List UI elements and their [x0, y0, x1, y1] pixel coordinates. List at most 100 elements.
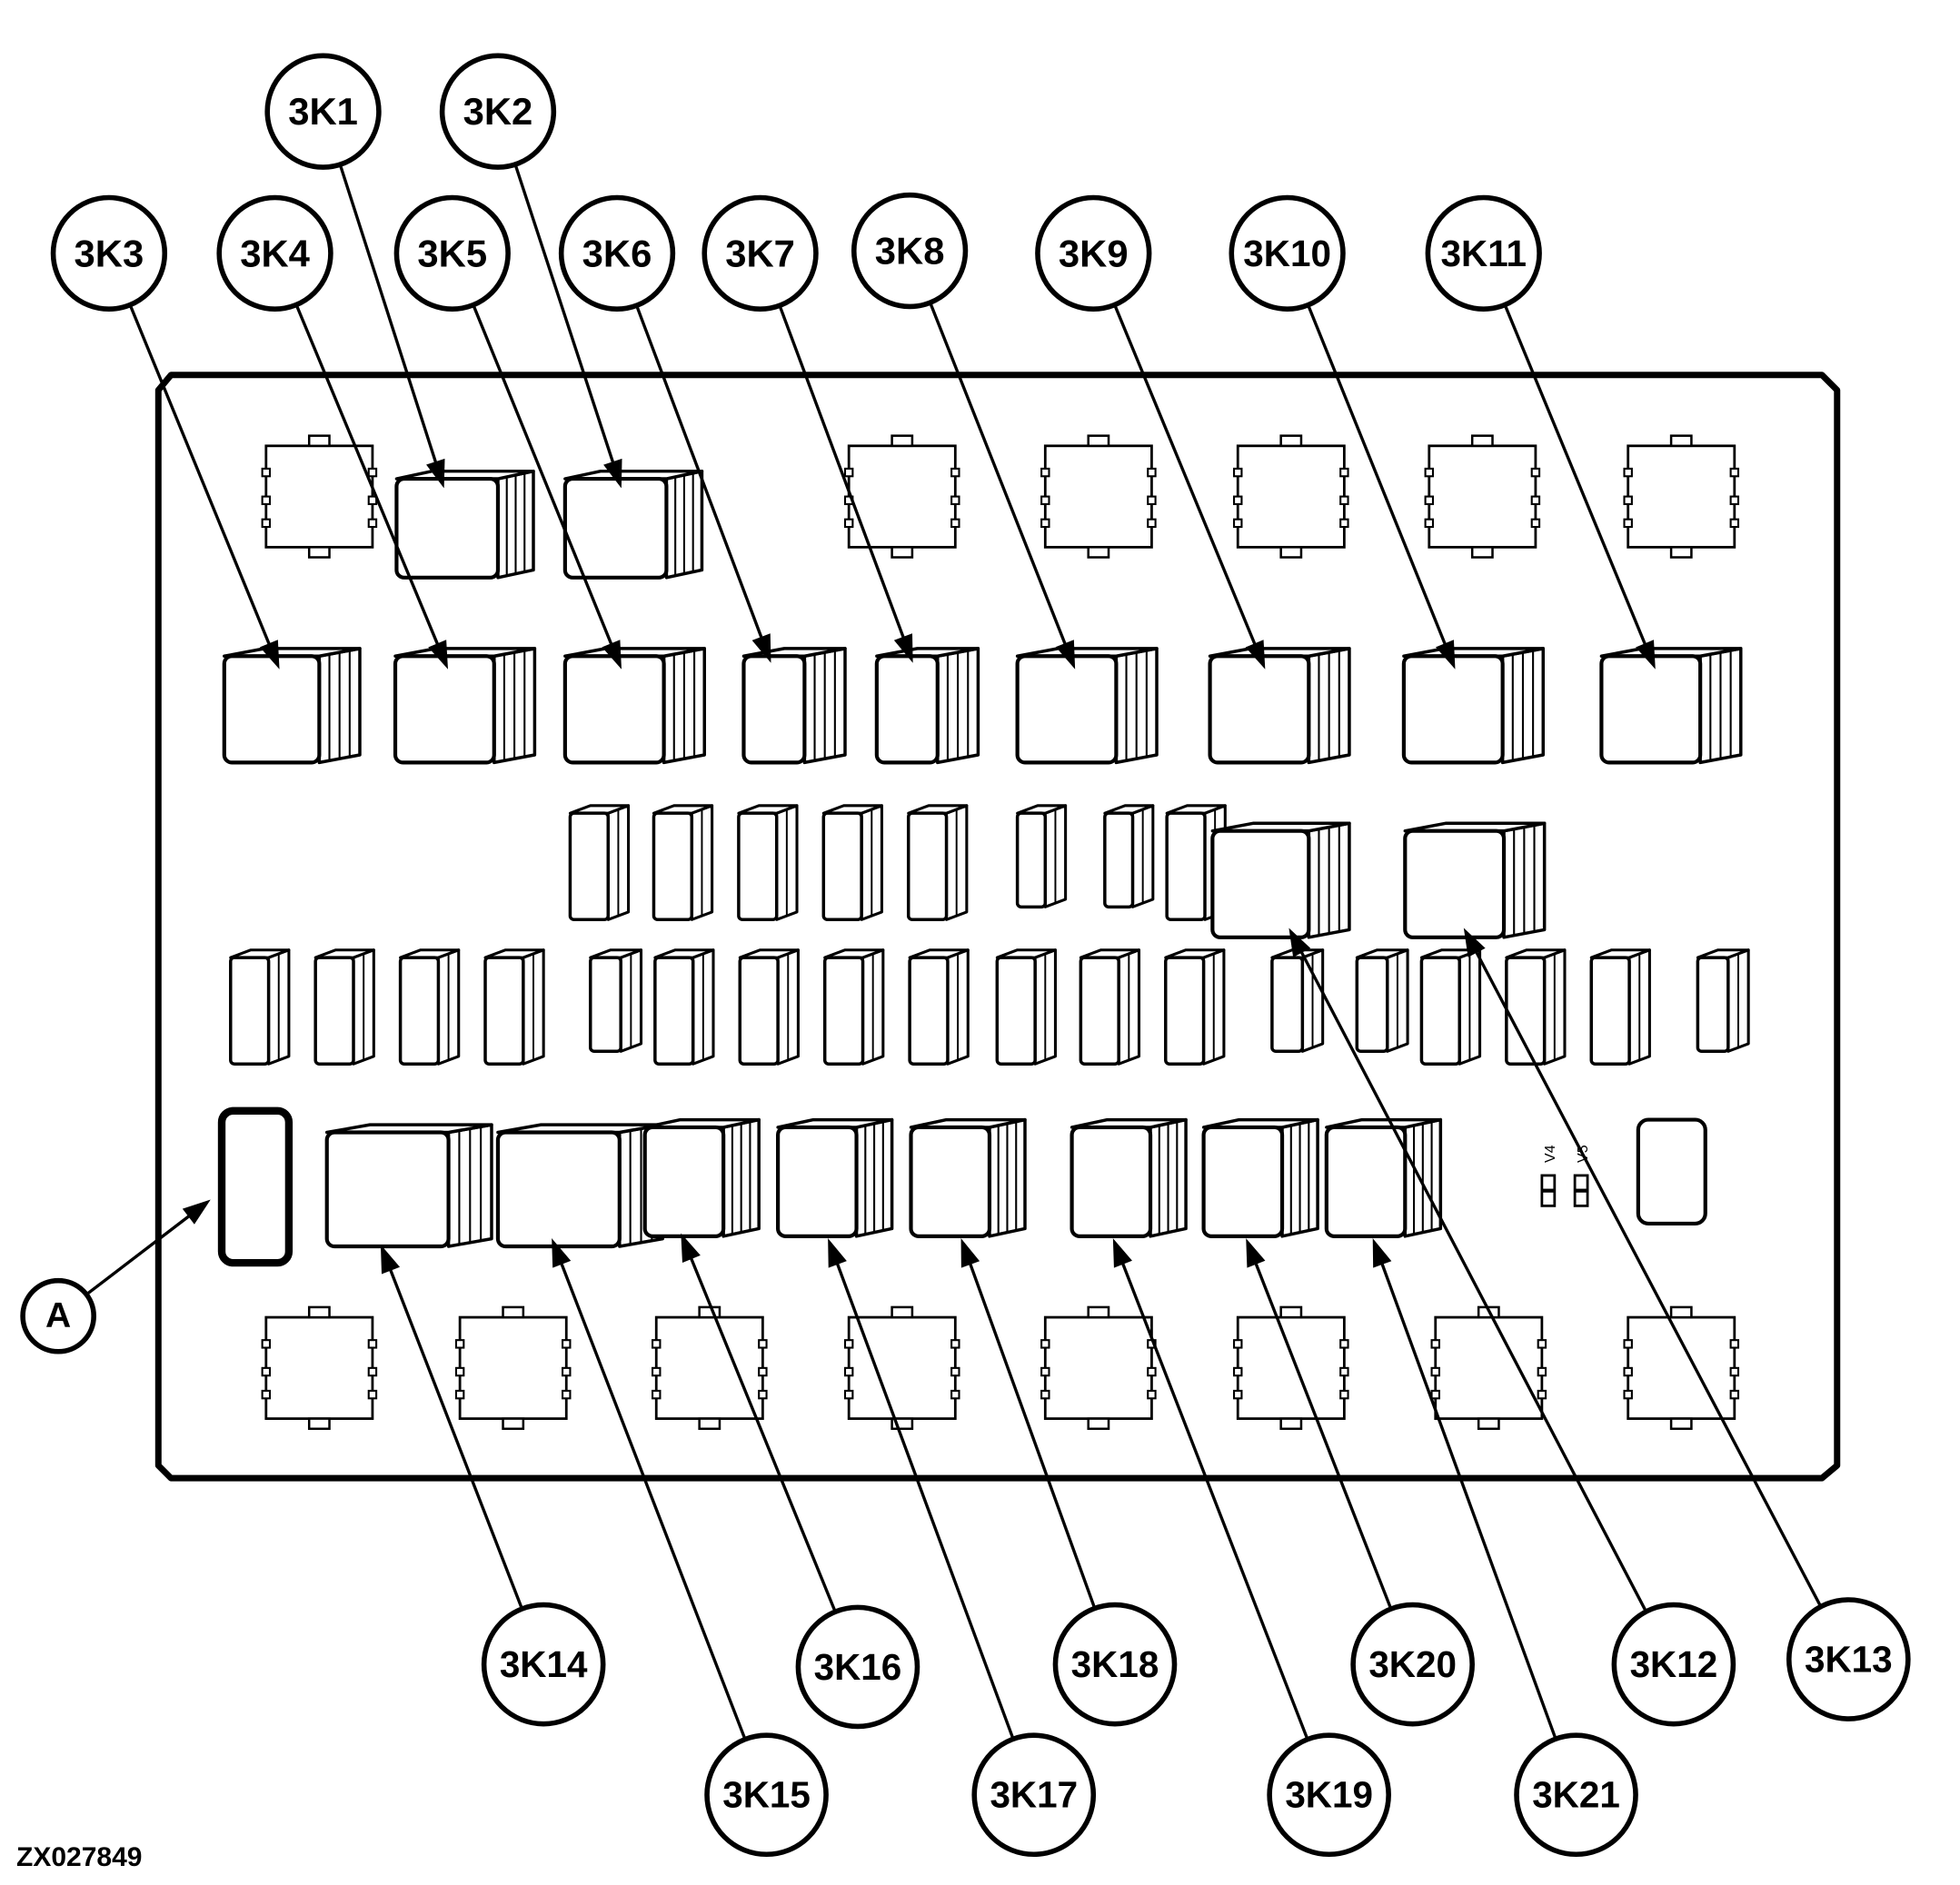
callout-label: 3K17 [990, 1774, 1078, 1816]
callout-label: 3K4 [240, 232, 310, 274]
leader-line [1254, 1263, 1393, 1610]
callout-label: 3K18 [1071, 1643, 1159, 1685]
callout-3k20: 3K20 [1350, 1602, 1475, 1727]
callout-circle [1611, 1602, 1736, 1727]
panel-outline [154, 372, 1841, 1482]
callout-label: 3K11 [1441, 233, 1527, 274]
relay-bottom [1070, 1117, 1188, 1238]
relay-row2 [562, 647, 706, 765]
relay-bottom [642, 1117, 761, 1238]
callout-circle [971, 1732, 1097, 1858]
component-a [217, 1106, 294, 1267]
callout-label: 3K20 [1368, 1643, 1457, 1685]
leader-line [389, 1269, 524, 1610]
relay-row2 [393, 647, 537, 765]
relay-row2 [1599, 647, 1743, 765]
relay-3K2 [562, 469, 704, 580]
empty-socket [454, 1305, 572, 1431]
fuse-row-b [1589, 948, 1651, 1066]
fuse-row-b [1505, 948, 1567, 1066]
callout-circle [1786, 1597, 1911, 1721]
callout-circle [393, 194, 511, 313]
empty-socket [1233, 434, 1349, 559]
callout-label: 3K3 [75, 232, 144, 274]
callout-circle [704, 1732, 829, 1858]
callout-3k5: 3K5 [393, 194, 511, 313]
fuse-row-b [1164, 948, 1226, 1066]
leader-arrowhead [428, 640, 449, 670]
callout-label: 3K10 [1243, 233, 1331, 274]
empty-socket [261, 434, 378, 559]
relay-3K15 [495, 1123, 664, 1249]
spare-block [1636, 1117, 1707, 1225]
leader-line [969, 1263, 1097, 1610]
callout-label: 3K13 [1805, 1639, 1893, 1681]
callout-3k9: 3K9 [1035, 194, 1152, 313]
leader-arrowhead [426, 458, 445, 489]
callout-3k12: 3K12 [1611, 1602, 1736, 1727]
callout-label: 3K16 [814, 1646, 902, 1688]
fuse-row-b [822, 948, 885, 1066]
callout-3k4: 3K4 [216, 194, 333, 313]
callout-label: A [45, 1296, 71, 1335]
fuse-row-a [652, 804, 714, 922]
relay-3K13 [1403, 821, 1547, 939]
callout-label: 3K8 [875, 230, 945, 273]
relay-bottom [776, 1117, 894, 1238]
leader-line [635, 304, 763, 639]
callout-label: 3K9 [1059, 232, 1129, 274]
fuse-row-b [483, 948, 545, 1066]
callout-3k21: 3K21 [1514, 1732, 1638, 1858]
leader-arrowhead [1463, 928, 1486, 957]
relay-bottom [1324, 1117, 1443, 1238]
leader-arrowhead [1245, 640, 1266, 670]
callout-3k2: 3K2 [439, 53, 557, 170]
leader-line [929, 302, 1067, 645]
callout-3k19: 3K19 [1267, 1732, 1391, 1858]
callout-label: 3K12 [1630, 1643, 1718, 1685]
callout-3k17: 3K17 [971, 1732, 1097, 1858]
leader-arrowhead [380, 1245, 401, 1275]
fuse-row-a [821, 804, 883, 922]
callout-circle [1514, 1732, 1638, 1858]
leader-arrowhead [1246, 1238, 1266, 1268]
callout-circle [216, 194, 333, 313]
relay-row2 [222, 647, 362, 765]
leader-arrowhead [681, 1233, 701, 1263]
fuse-row-b [1270, 948, 1325, 1054]
leader-arrowhead [1055, 640, 1076, 670]
leader-line [338, 164, 438, 463]
fuse-row-b [1079, 948, 1141, 1066]
leader-line [1475, 951, 1823, 1608]
fuse-row-a [737, 804, 799, 922]
leader-line [85, 1215, 190, 1296]
leader-line [1113, 303, 1257, 645]
relay-bottom [909, 1117, 1027, 1238]
fuse-row-b [908, 948, 970, 1066]
fuse-row-b [1355, 948, 1409, 1054]
callout-circle [1035, 194, 1152, 313]
relay-3K12 [1210, 821, 1351, 939]
leader-arrowhead [960, 1238, 980, 1268]
leader-arrowhead [182, 1199, 211, 1225]
callout-circle [1425, 194, 1542, 313]
leader-arrowhead [1288, 928, 1311, 957]
leader-arrowhead [603, 458, 622, 489]
callout-circle [851, 192, 969, 310]
fuse-row-b [589, 948, 643, 1054]
leader-arrowhead [259, 640, 280, 670]
callout-circle [50, 194, 168, 313]
callout-3k8: 3K8 [851, 192, 969, 310]
leader-line [1121, 1263, 1309, 1741]
callout-3k11: 3K11 [1425, 194, 1542, 313]
callout-3k1: 3K1 [264, 53, 382, 170]
callout-3k15: 3K15 [704, 1732, 829, 1858]
relay-3K1 [394, 469, 535, 580]
leader-arrowhead [552, 1238, 572, 1268]
callout-label: 3K6 [582, 232, 652, 274]
empty-socket [1430, 1305, 1547, 1431]
label-v4: V4 [1543, 1145, 1558, 1163]
callout-a: A [20, 1277, 96, 1354]
callout-label: 3K2 [463, 90, 533, 133]
